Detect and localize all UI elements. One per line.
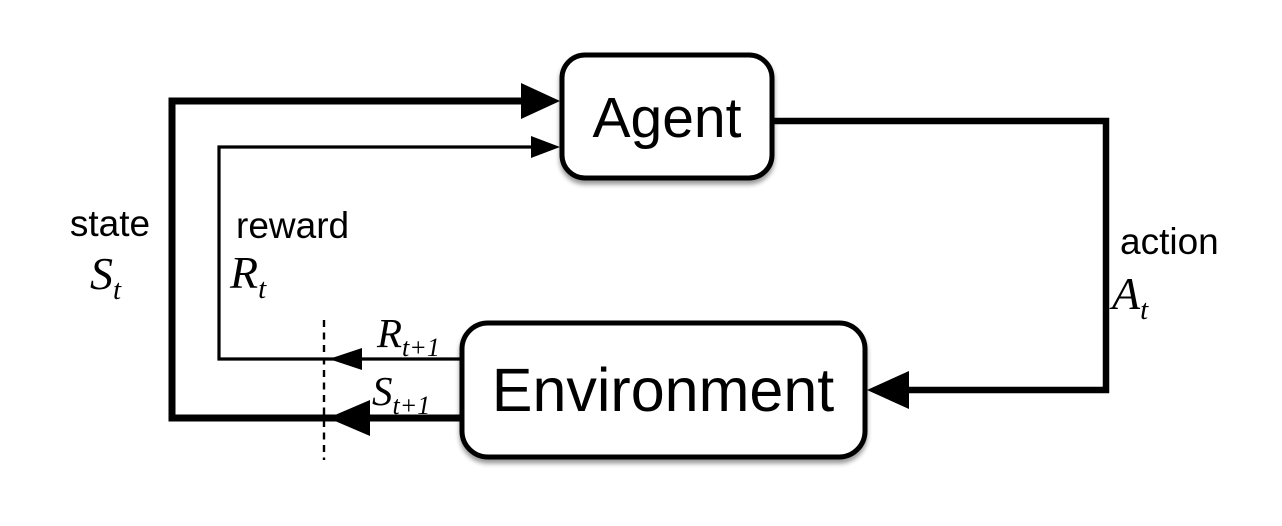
- next-reward-symbol: Rt+1: [376, 310, 440, 362]
- action-arrow-line: [772, 117, 1110, 394]
- action-symbol-base: A: [1109, 268, 1141, 319]
- next-state-symbol-base: S: [372, 368, 393, 414]
- action-symbol-subscript: t: [1140, 294, 1149, 326]
- reward-symbol-subscript: t: [258, 273, 267, 305]
- reward-arrowhead-into-agent-icon: [531, 136, 560, 158]
- action-arrowhead-into-environment-icon: [867, 371, 909, 409]
- reward-symbol: Rt: [229, 247, 267, 305]
- next-state-symbol: St+1: [372, 368, 430, 420]
- agent-box: [559, 52, 775, 181]
- next-state-symbol-subscript: t+1: [393, 391, 431, 420]
- state-word-label: state: [70, 203, 150, 244]
- next-reward-symbol-base: R: [376, 310, 402, 356]
- next-reward-arrowhead-icon: [329, 348, 362, 370]
- reward-symbol-base: R: [229, 247, 258, 298]
- action-symbol: At: [1109, 268, 1149, 326]
- reward-word-label: reward: [236, 205, 349, 246]
- state-symbol: St: [90, 248, 122, 306]
- next-reward-symbol-subscript: t+1: [402, 333, 440, 362]
- action-word-label: action: [1120, 221, 1219, 262]
- next-state-arrowhead-icon: [328, 400, 370, 436]
- environment-label: Environment: [492, 356, 834, 424]
- state-symbol-subscript: t: [113, 274, 122, 306]
- agent-label: Agent: [593, 86, 742, 150]
- environment-box: [459, 320, 868, 460]
- state-arrowhead-into-agent-icon: [521, 83, 560, 119]
- state-symbol-base: S: [90, 248, 113, 299]
- state-arrow-line: [168, 97, 548, 422]
